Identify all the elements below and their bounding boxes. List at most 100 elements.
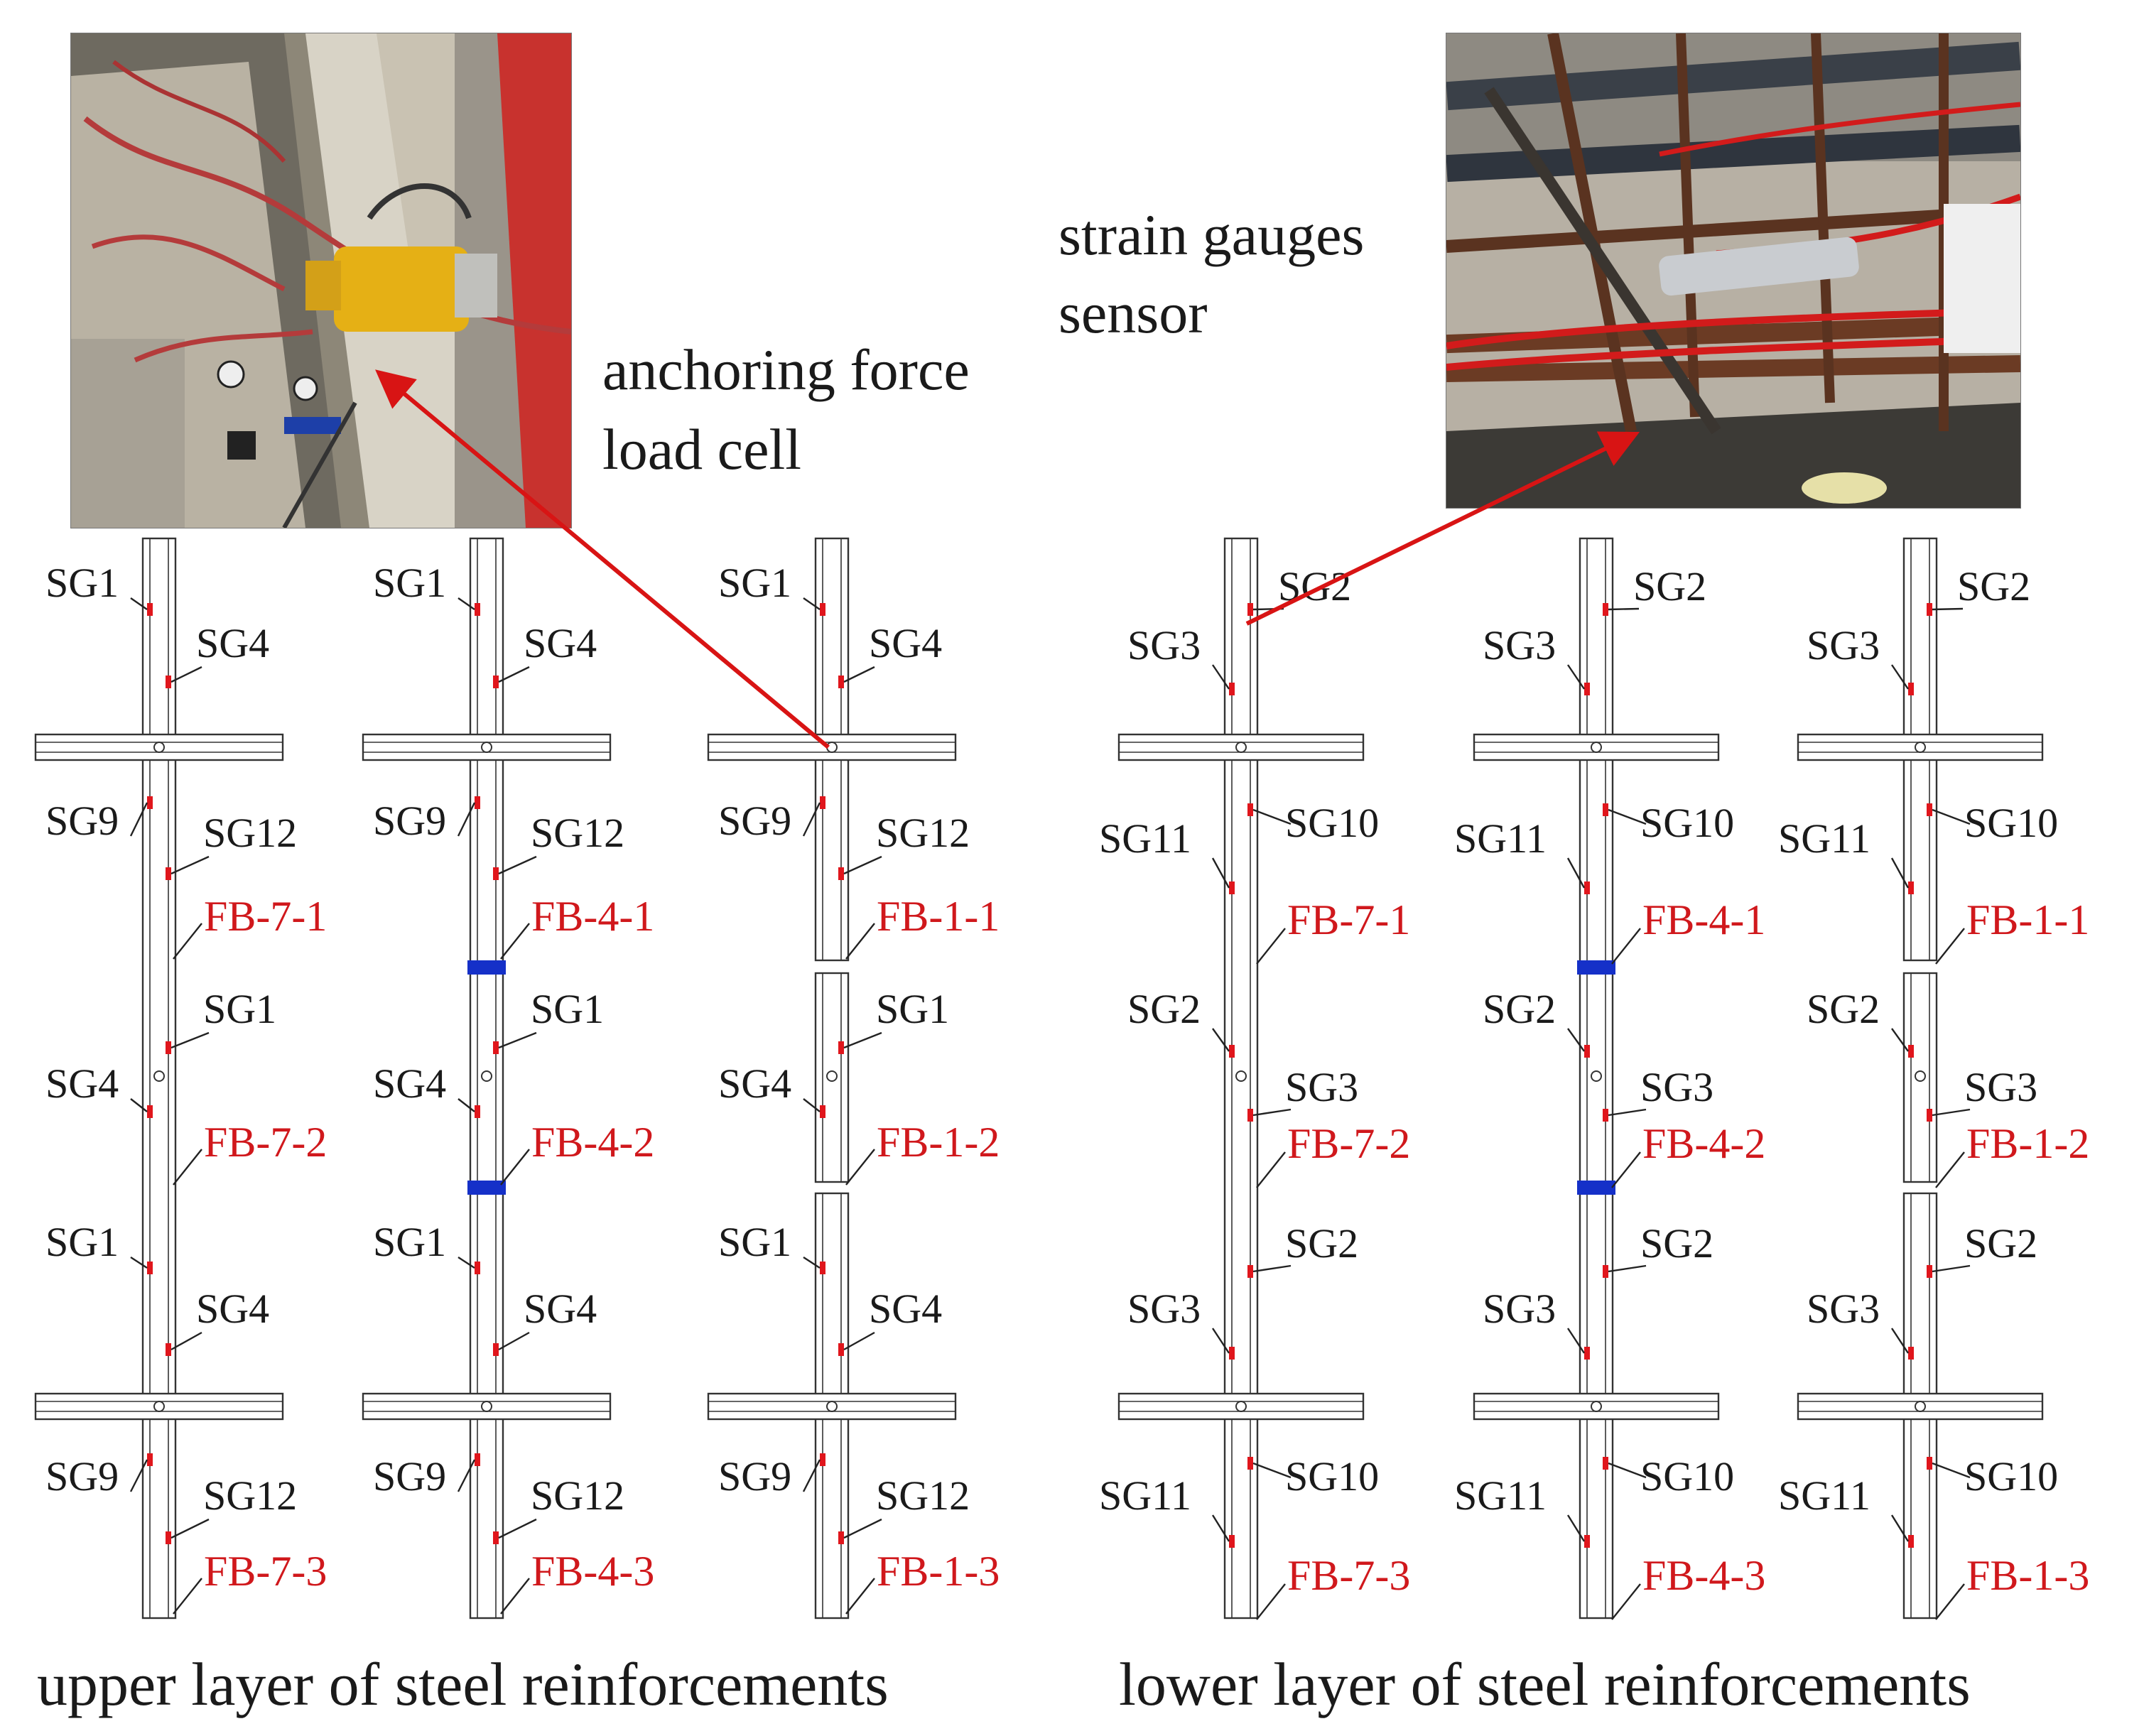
anchor-hole — [153, 742, 165, 753]
gauge-label: SG4 — [524, 620, 597, 666]
gauge-label: SG2 — [1964, 1220, 2037, 1266]
segment-label: FB-7-1 — [204, 893, 327, 940]
strain-gauge — [1927, 1109, 1932, 1122]
anchor-hole — [481, 1401, 492, 1412]
anchoring-force-load-cell-photo — [70, 33, 572, 528]
anchor-hole — [1235, 742, 1247, 753]
gauge-label: SG3 — [1483, 622, 1556, 668]
gauge-leader — [1252, 808, 1292, 825]
anchor-hole — [1915, 742, 1926, 753]
gauge-label: SG3 — [1807, 1286, 1880, 1332]
segment-leader — [1256, 1151, 1286, 1188]
rebar-vertical — [469, 537, 504, 1620]
strain-gauge — [1603, 1265, 1608, 1278]
rebar-segment-2 — [1902, 972, 1938, 1183]
mid-hole — [1591, 1070, 1602, 1082]
strain-gauge — [1603, 603, 1608, 616]
rebar-vertical — [1223, 537, 1259, 1620]
segment-label: FB-4-3 — [1642, 1552, 1765, 1599]
gauge-leader — [130, 1256, 148, 1269]
strain-gauge — [475, 603, 480, 616]
segment-leader — [500, 1578, 530, 1615]
strain-gauge — [147, 1453, 153, 1466]
strain-gauge — [1908, 1347, 1914, 1360]
gauge-leader — [1566, 1514, 1586, 1542]
segment-label: FB-1-3 — [877, 1548, 1000, 1595]
gauge-label: SG11 — [1454, 1472, 1547, 1519]
strain-gauge — [1927, 603, 1932, 616]
gauge-leader — [1608, 1108, 1647, 1117]
strain-gauge — [1603, 1457, 1608, 1470]
strain-gauge — [1908, 683, 1914, 695]
gauge-leader — [803, 597, 821, 610]
strain-gauge — [1247, 1109, 1253, 1122]
gauge-label: SG1 — [531, 986, 604, 1032]
anchor-hole — [1591, 1401, 1602, 1412]
segment-label: FB-4-1 — [1642, 896, 1765, 943]
gauge-leader — [457, 1459, 476, 1492]
gauge-leader — [498, 1518, 537, 1539]
gauge-label: SG3 — [1285, 1064, 1358, 1110]
strain-gauge — [1584, 1045, 1590, 1058]
gauge-label: SG12 — [531, 810, 624, 856]
anchor-hole — [153, 1401, 165, 1412]
gauge-label: SG11 — [1778, 815, 1870, 862]
rebar-segment-3 — [814, 1192, 850, 1620]
segment-label: FB-1-1 — [877, 893, 1000, 940]
segment-leader — [845, 1578, 875, 1615]
segment-label: FB-4-1 — [531, 893, 654, 940]
strain-gauge — [820, 1453, 825, 1466]
gauge-label: SG1 — [203, 986, 276, 1032]
gauge-leader — [129, 1459, 148, 1492]
segment-label: FB-1-3 — [1966, 1552, 2089, 1599]
segment-label: FB-1-2 — [1966, 1120, 2089, 1167]
anchor-hole — [1591, 742, 1602, 753]
gauge-label: SG4 — [718, 1060, 791, 1107]
gauge-leader — [170, 1331, 202, 1351]
gauge-leader — [498, 1331, 530, 1351]
rebar-crossbar-top — [707, 733, 957, 761]
lower-layer-caption: lower layer of steel reinforcements — [1119, 1650, 1971, 1718]
upper-layer-caption: upper layer of steel reinforcements — [37, 1650, 889, 1718]
strain-gauge — [166, 1531, 171, 1544]
gauge-leader — [1608, 808, 1647, 825]
strain-gauge — [166, 1343, 171, 1356]
gauge-label: SG1 — [45, 1219, 119, 1265]
gauge-leader — [1566, 1328, 1586, 1354]
segment-label: FB-1-2 — [877, 1119, 1000, 1166]
segment-leader — [1256, 1583, 1286, 1620]
gauge-label: SG4 — [45, 1060, 119, 1107]
gauge-label: SG3 — [1127, 1286, 1201, 1332]
rebar-crossbar-bottom — [1797, 1392, 2044, 1421]
segment-label: FB-7-3 — [204, 1548, 327, 1595]
mid-hole — [826, 1070, 838, 1082]
gauge-leader — [1890, 1514, 1910, 1542]
load-cell-label: load cell — [602, 417, 801, 482]
strain-gauge — [493, 1041, 499, 1054]
strain-gauge — [1247, 1457, 1253, 1470]
gauge-label: SG9 — [373, 1453, 446, 1499]
gauge-leader — [1252, 1264, 1292, 1273]
segment-leader — [173, 1578, 202, 1615]
anchor-hole — [826, 742, 838, 753]
rebar-crossbar-top — [1117, 733, 1365, 761]
strain-gauge — [838, 867, 844, 880]
strain-gauge — [820, 1105, 825, 1118]
strain-gauge-sensor-photo — [1446, 33, 2021, 509]
gauge-leader — [458, 1098, 475, 1112]
coupler-sleeve — [1577, 1181, 1615, 1195]
strain-gauge — [1247, 803, 1253, 816]
strain-gauge — [1247, 603, 1253, 616]
rebar-segment-1 — [814, 537, 850, 962]
gauge-leader — [1252, 1108, 1292, 1117]
gauge-label: SG12 — [203, 1472, 297, 1519]
gauge-leader — [843, 666, 875, 683]
gauge-leader — [457, 802, 476, 837]
strain-gauge — [166, 676, 171, 688]
segment-leader — [1256, 928, 1286, 965]
strain-gauge — [1908, 1535, 1914, 1548]
gauge-leader — [170, 666, 202, 683]
strain-gauge — [1927, 1457, 1932, 1470]
gauge-label: SG12 — [876, 810, 970, 856]
